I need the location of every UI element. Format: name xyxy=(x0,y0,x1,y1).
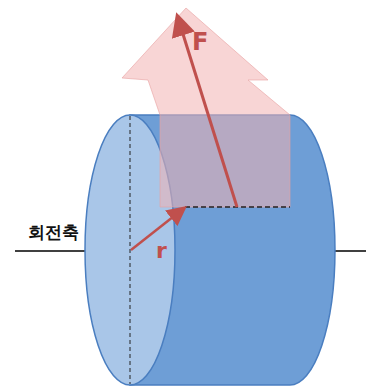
force-label: F xyxy=(192,30,208,54)
force-vector xyxy=(178,18,237,207)
axis-label: 회전축 xyxy=(28,224,79,241)
face-diameter xyxy=(130,116,131,384)
radius-label: r xyxy=(156,240,167,262)
force-band xyxy=(122,8,290,207)
